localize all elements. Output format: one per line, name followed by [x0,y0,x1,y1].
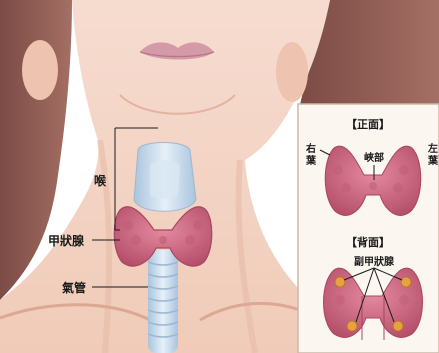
inset-front-title: 【正面】 [346,118,390,131]
label-larynx: 喉 [94,173,107,188]
inset-left-lobe-2: 葉 [427,154,439,167]
left-ear [22,40,58,100]
right-ear [276,42,308,102]
inset-isthmus: 峽部 [364,151,384,164]
inset-right-lobe-2: 葉 [305,154,317,167]
inset-right-lobe-1: 右 [305,142,316,155]
inset-back-title: 【背面】 [346,235,390,249]
inset-left-lobe-1: 左 [427,142,438,155]
inset-panel: 【正面】 右 葉 峽部 左 葉 【背面】 副甲狀腺 [298,104,439,353]
label-trachea: 氣管 [62,280,86,295]
label-thyroid: 甲狀腺 [48,233,85,248]
inset-parathyroid-label: 副甲狀腺 [354,255,395,268]
